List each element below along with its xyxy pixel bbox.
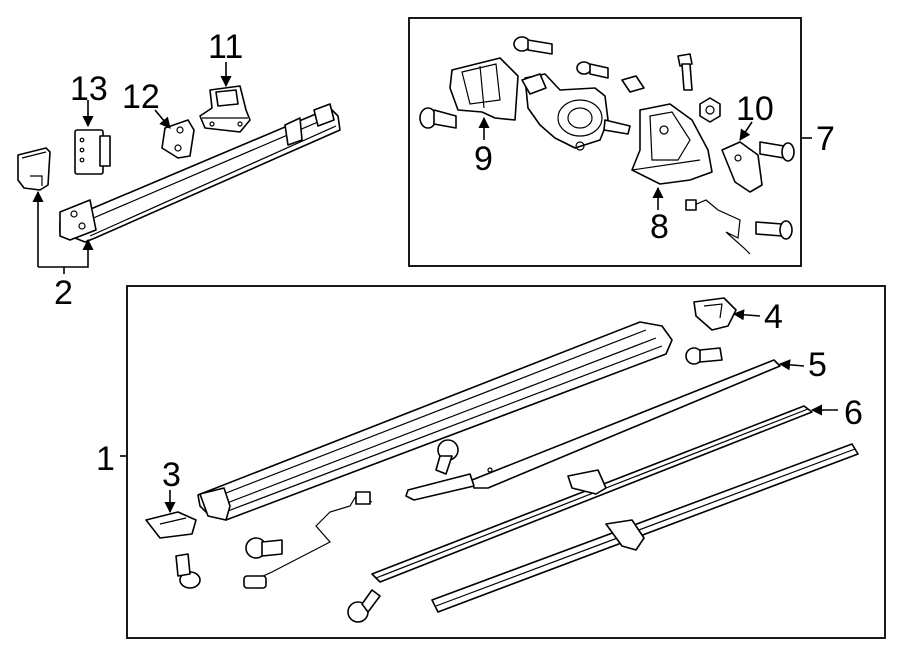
part-9-shield: [449, 57, 519, 121]
part-bolts-box7: [419, 36, 795, 240]
callout-11: 11: [208, 28, 243, 66]
callout-9: 9: [474, 140, 493, 178]
part-10-bracket: [721, 141, 763, 193]
part-2-end-clip: [17, 147, 51, 191]
part-12-bracket: [161, 119, 195, 159]
callout-12: 12: [122, 78, 160, 116]
part-2-rail: [59, 103, 341, 243]
callout-2: 2: [54, 274, 73, 312]
group-box-1: [126, 285, 886, 639]
group-box-7: [408, 17, 802, 267]
part-lower-rail: [431, 443, 859, 613]
part-bolts-box1: [175, 347, 723, 623]
part-5-rail: [405, 359, 781, 501]
callout-7: 7: [816, 120, 835, 158]
part-13-connector: [74, 129, 111, 175]
callout-1: 1: [96, 440, 115, 478]
part-1-running-board: [197, 321, 673, 521]
callout-13: 13: [70, 70, 108, 108]
part-motor: [521, 73, 631, 151]
part-11-mount: [199, 85, 251, 133]
part-3-end-cap: [145, 511, 197, 539]
part-8-motor-bracket: [631, 103, 713, 185]
callout-5: 5: [808, 346, 827, 384]
callout-4: 4: [764, 298, 783, 336]
callout-10: 10: [736, 90, 774, 128]
part-mid-bracket: [567, 469, 607, 495]
part-harness-board: [243, 491, 373, 589]
part-4-end-cap: [693, 297, 737, 331]
callout-3: 3: [162, 456, 181, 494]
callout-6: 6: [844, 394, 863, 432]
callout-8: 8: [650, 208, 669, 246]
part-harness: [685, 199, 751, 255]
